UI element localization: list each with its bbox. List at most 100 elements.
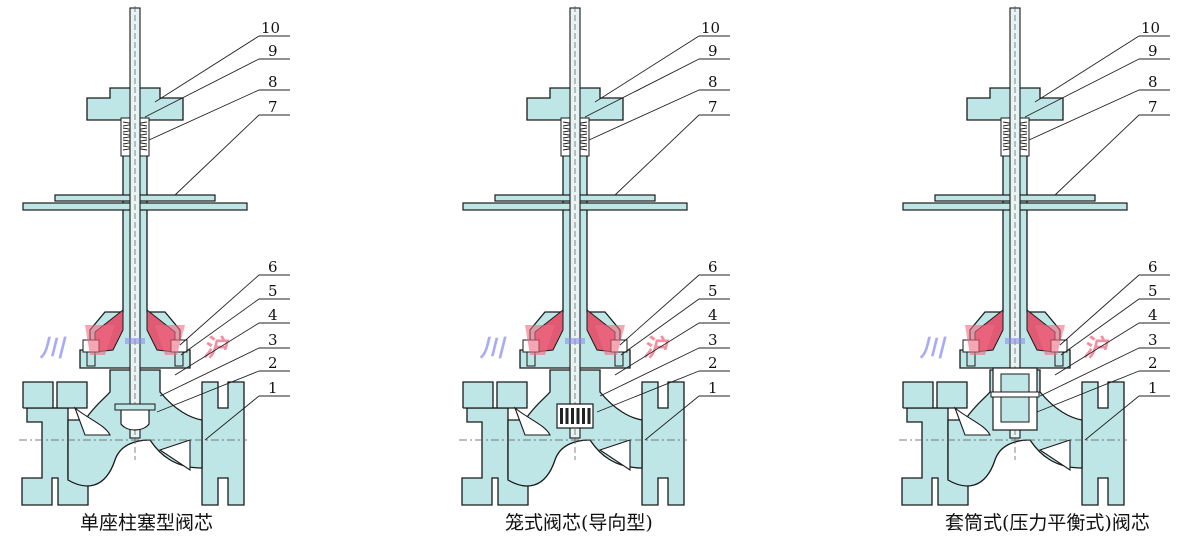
watermark-mark-red [85,325,115,355]
callout-leader-7 [174,114,260,196]
callout-number-4: 4 [268,306,278,324]
body-web-left [73,406,111,436]
watermark-left-glyph: 川 [479,333,507,362]
callout-leader-7 [614,114,700,196]
caption-plunger-valve: 单座柱塞型阀芯 [80,512,214,534]
callout-leader-9 [1024,58,1140,118]
callout-leader-6 [1059,274,1140,346]
callout-number-1: 1 [268,379,278,397]
callout-leader-5 [620,298,700,356]
trim-plunger [114,403,156,431]
watermark-right-glyph: 沪 [643,333,670,362]
valve-diagram-cage: 川沪10987654321 [459,6,730,506]
callout-leader-8 [588,89,700,141]
watermark-left-glyph: 川 [39,333,67,362]
callout-number-2: 2 [268,354,278,372]
callout-number-4: 4 [1148,306,1158,324]
callout-leader-2 [596,370,700,413]
watermark: 川沪 [919,325,1110,362]
callout-number-10: 10 [701,19,720,37]
callout-leader-10 [1034,35,1140,103]
callout-leader-1 [644,395,700,441]
watermark-right-glyph: 沪 [203,333,230,362]
body-web-right [158,439,191,472]
callout-number-10: 10 [1141,19,1160,37]
right-flange [201,381,245,506]
callout-number-4: 4 [708,306,718,324]
watermark-mark-red-2 [595,325,625,355]
callout-number-3: 3 [1148,331,1158,349]
callout-leader-3 [599,347,700,397]
callout-number-8: 8 [268,73,278,91]
callout-number-8: 8 [1148,73,1158,91]
watermark-mark-red-2 [1035,325,1065,355]
trim-cage [556,403,594,429]
bonnet-bolt-stud [174,351,184,367]
watermark: 川沪 [39,325,230,362]
cage-window [587,408,591,424]
callout-leader-8 [1028,89,1140,141]
callout-number-9: 9 [1148,42,1158,60]
watermark-mark-red [525,325,555,355]
callout-leader-8 [148,89,260,141]
callout-number-8: 8 [708,73,718,91]
seat-ring [114,403,156,411]
watermark-right-glyph: 沪 [1083,333,1110,362]
caption-cage-valve: 笼式阀芯(导向型) [505,512,653,534]
callout-leader-4 [614,322,700,376]
callout-number-7: 7 [1148,98,1158,116]
callout-number-7: 7 [268,98,278,116]
valve-diagram-plunger: 川沪10987654321 [19,6,290,506]
callout-leader-10 [154,35,260,103]
left-flange-top [902,381,968,409]
watermark-dash [1005,338,1025,344]
callout-number-6: 6 [268,258,278,276]
watermark-mark-red-2 [155,325,185,355]
callout-number-10: 10 [261,19,280,37]
caption-sleeve-valve: 套筒式(压力平衡式)阀芯 [945,512,1150,534]
callout-leader-6 [179,274,260,346]
left-flange-top [462,381,528,409]
body-web-left [953,406,991,436]
callout-number-6: 6 [708,258,718,276]
watermark-mark-red [965,325,995,355]
callout-number-9: 9 [708,42,718,60]
body-web-right [1038,439,1071,472]
callout-leader-9 [144,58,260,118]
sleeve-plug [1000,373,1030,423]
valve-diagram-sleeve: 川沪10987654321 [899,6,1170,506]
watermark-left-glyph: 川 [919,333,947,362]
callout-leader-4 [1054,322,1140,376]
trim-sleeve [990,367,1040,431]
callout-leader-3 [1039,347,1140,397]
cage-window [565,408,569,424]
right-flange [641,381,685,506]
callout-leader-2 [1036,370,1140,413]
callout-number-2: 2 [708,354,718,372]
callout-number-5: 5 [1148,282,1158,300]
watermark: 川沪 [479,325,670,362]
body-web-left [513,406,551,436]
bonnet-bolt-stud [1054,351,1064,367]
left-flange-top [22,381,88,409]
callout-leader-1 [204,395,260,441]
callout-number-3: 3 [268,331,278,349]
callout-number-2: 2 [1148,354,1158,372]
body-web-right [598,439,631,472]
callout-leader-4 [174,322,260,376]
right-flange [1081,381,1125,506]
callouts: 10 9 8 7 6 5 4 3 2 1 [144,19,290,441]
callout-number-5: 5 [268,282,278,300]
callout-leader-6 [619,274,700,346]
callout-leader-2 [156,370,260,413]
callout-leader-5 [1060,298,1140,356]
callout-number-9: 9 [268,42,278,60]
cage-window [582,408,585,424]
cage-window [576,408,580,424]
cage-window [571,408,574,424]
callout-leader-1 [1084,395,1140,441]
cage-window [560,408,563,424]
callout-number-3: 3 [708,331,718,349]
